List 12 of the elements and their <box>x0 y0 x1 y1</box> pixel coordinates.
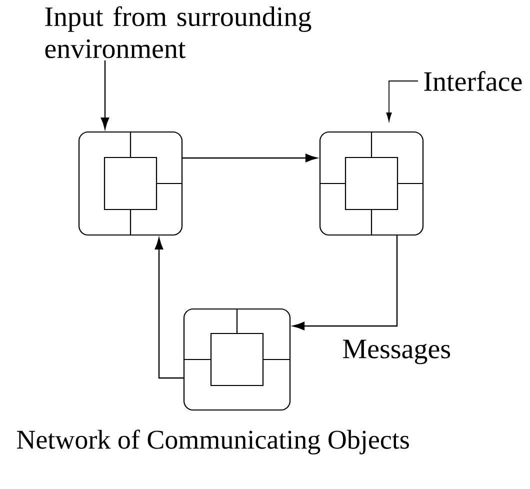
object-box <box>78 131 183 236</box>
arrow <box>292 236 398 330</box>
caption: Network of Communicating Objects <box>17 430 409 454</box>
arrow <box>100 60 110 130</box>
object-box <box>319 131 424 236</box>
arrow <box>182 154 318 162</box>
arrow <box>154 238 184 379</box>
edge-label: Messages <box>340 338 454 366</box>
annotation-text: Interface <box>424 71 522 91</box>
leader-line <box>386 80 418 122</box>
annotation-text: Input from surrounding environment <box>45 6 312 58</box>
object-box <box>183 308 291 411</box>
